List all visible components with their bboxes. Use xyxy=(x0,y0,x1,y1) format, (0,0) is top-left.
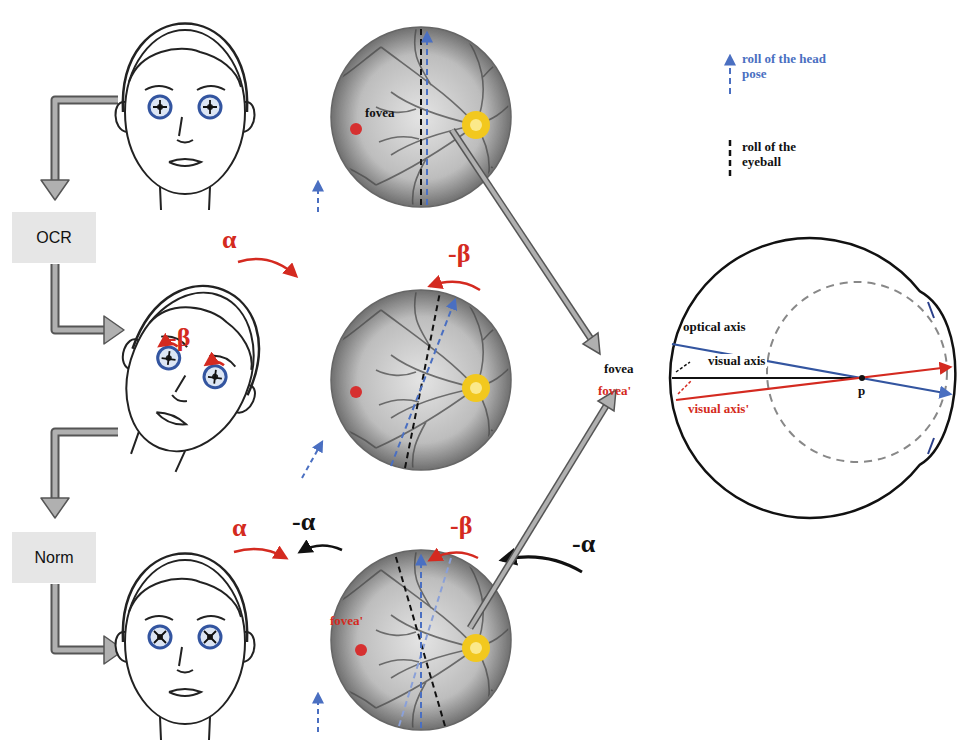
face-upright-part xyxy=(115,24,254,211)
face-normalized-part-part xyxy=(149,626,171,648)
legend-entry: roll of the head pose xyxy=(742,52,832,82)
face-upright-part-part xyxy=(153,100,167,114)
face-upright xyxy=(115,24,254,211)
eyeball-model-part xyxy=(676,362,690,372)
box-label: OCR xyxy=(36,229,72,247)
roll-angle: α xyxy=(222,226,237,255)
counter-roll-angle: -α xyxy=(572,530,595,559)
fundus-image xyxy=(329,290,513,470)
process-box: Norm xyxy=(12,532,96,583)
face-upright-part-part xyxy=(199,96,221,118)
fundus-image-part xyxy=(391,300,455,466)
flow-arrows-part xyxy=(104,316,124,344)
face-rolled-part xyxy=(89,264,288,489)
axis-label: optical axis xyxy=(683,320,745,334)
mapping-arrows-part xyxy=(452,130,591,339)
axis-label: visual axis' xyxy=(686,402,751,416)
flow-arrows-part xyxy=(55,264,104,330)
fundus-image-part xyxy=(420,556,422,728)
eyeball-model-part xyxy=(928,302,934,454)
face-rolled-part-part xyxy=(161,350,177,366)
eyeball-model xyxy=(670,238,955,518)
eye-roll-angle: -β xyxy=(168,324,190,353)
flow-arrows-part xyxy=(41,180,69,200)
legend-samples-part xyxy=(729,140,732,180)
counter-roll-angle: -α xyxy=(292,508,315,537)
face-normalized-part-part xyxy=(199,626,221,648)
roll-arrow xyxy=(238,259,296,276)
face-upright-part-part xyxy=(203,100,217,114)
fundus-image-part xyxy=(405,292,440,468)
legend-samples xyxy=(730,56,731,180)
fundus-image-part xyxy=(399,558,451,726)
flow-arrows-part xyxy=(55,432,118,500)
head-roll-arrow xyxy=(317,694,319,732)
eye-roll-angle: -β xyxy=(448,240,470,269)
fundus-image-part xyxy=(329,290,513,470)
eyeball-model-part xyxy=(672,344,950,394)
fundus-image xyxy=(329,550,513,730)
flow-arrows-part xyxy=(55,100,118,182)
mapping-arrows xyxy=(452,130,616,628)
flow-arrows-part xyxy=(55,432,118,500)
eyeball-model-part xyxy=(678,380,692,394)
flow-arrows-part xyxy=(55,100,118,182)
eye-roll-arrow xyxy=(430,552,478,560)
face-upright-part-part xyxy=(149,96,171,118)
flow-arrows-part xyxy=(55,584,104,650)
mapping-arrows-part xyxy=(470,406,606,628)
fovea-label: fovea xyxy=(365,106,395,120)
flow-arrows-part xyxy=(55,264,104,330)
eye-roll-arrow xyxy=(430,282,480,290)
eyeball-model-part xyxy=(767,282,947,462)
face-normalized xyxy=(115,554,254,740)
fundus-image-part xyxy=(350,123,362,135)
eyeball-model-part xyxy=(670,238,955,518)
face-normalized-part xyxy=(149,626,171,648)
legend-samples-part xyxy=(729,56,731,94)
fundus-image-part xyxy=(355,644,367,656)
fovea-label: fovea' xyxy=(330,614,363,628)
face-normalized-part xyxy=(199,626,221,648)
box-label: Norm xyxy=(34,549,73,567)
eyeball-model-part xyxy=(859,375,865,381)
point-label: p xyxy=(858,384,865,398)
face-rolled-part-part xyxy=(201,362,230,391)
flow-arrows-part xyxy=(55,584,104,650)
face-rolled-part xyxy=(199,358,231,391)
fovea-label: fovea xyxy=(604,362,634,376)
fundus-image-part xyxy=(395,554,445,726)
flow-arrows-part xyxy=(41,498,69,518)
roll-arrow xyxy=(234,549,286,558)
mapping-arrows-part xyxy=(470,406,606,628)
face-normalized-part xyxy=(115,554,254,740)
legend-entry: roll of the eyeball xyxy=(742,140,832,170)
face-normalized-part-part xyxy=(204,631,216,643)
process-box: OCR xyxy=(12,212,96,263)
counter-roll-arrow xyxy=(300,545,342,552)
face-upright-part xyxy=(199,96,221,118)
mapping-arrows-part xyxy=(583,333,600,354)
axis-label: visual axis xyxy=(706,354,767,368)
fundus-image-part xyxy=(350,386,362,398)
mapping-arrows-part xyxy=(452,130,591,339)
head-roll-arrow xyxy=(302,442,322,478)
fundus-image-part xyxy=(329,550,513,730)
face-rolled-part-part xyxy=(207,369,223,385)
face-rolled xyxy=(89,264,288,489)
fovea-label: fovea' xyxy=(598,384,631,398)
head-roll-arrow xyxy=(317,182,319,212)
eyeball-model-part xyxy=(672,377,862,379)
fundus-image-part xyxy=(420,29,422,205)
eyeball-model-part xyxy=(676,367,950,400)
face-rolled-part-part xyxy=(206,358,224,371)
eye-roll-angle: -β xyxy=(450,512,472,541)
fundus-image-part xyxy=(426,33,428,205)
roll-angle: α xyxy=(232,514,247,543)
face-upright-part xyxy=(149,96,171,118)
face-normalized-part-part xyxy=(154,631,166,643)
